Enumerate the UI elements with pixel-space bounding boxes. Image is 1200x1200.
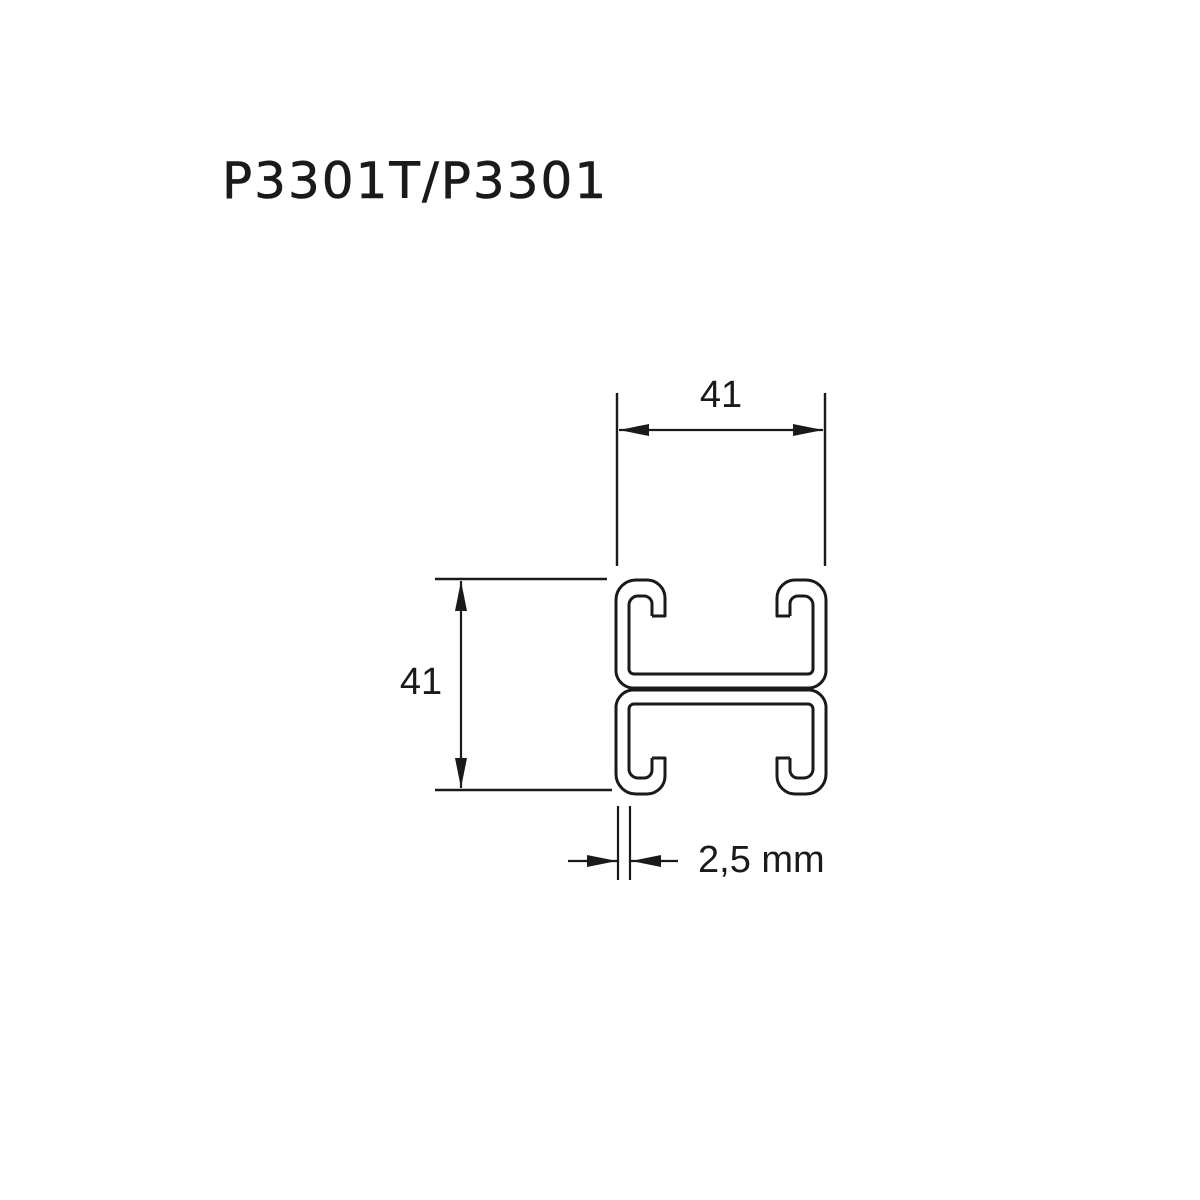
drawing-title: P3301T/P3301	[222, 152, 609, 210]
width-dimension: 41	[615, 374, 827, 566]
lower-channel-inner	[627, 702, 815, 780]
upper-channel-inner	[627, 594, 815, 676]
thickness-label: 2,5 mm	[698, 839, 825, 881]
width-label: 41	[700, 374, 742, 416]
thickness-dimension: 2,5 mm	[568, 806, 825, 881]
channel-profile	[614, 578, 828, 796]
upper-channel-outer	[614, 578, 828, 690]
height-dimension: 41	[400, 577, 612, 792]
height-label: 41	[400, 661, 442, 703]
lower-channel-outer	[614, 688, 828, 796]
